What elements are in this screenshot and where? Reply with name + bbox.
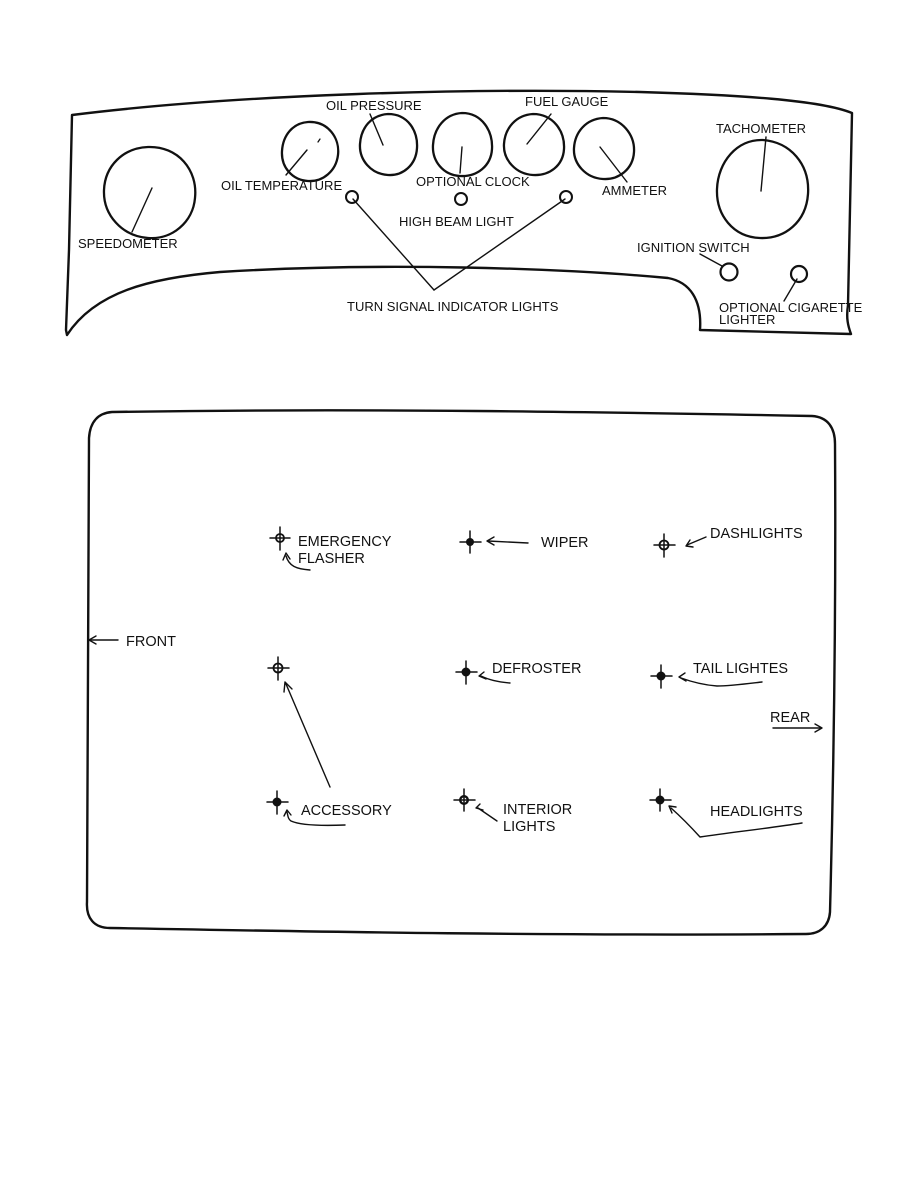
ignition-switch-label: IGNITION SWITCH [637,240,750,255]
direction-arrows: FRONT REAR [88,634,823,733]
dashboard-outline [64,89,854,337]
cigarette-lighter-label-line2: LIGHTER [719,312,775,327]
oil-pressure-label: OIL PRESSURE [326,98,422,113]
tail-lights-label: TAIL LIGHTES [693,661,788,677]
high-beam-light [454,192,468,206]
fuel-gauge [502,112,566,177]
optional-clock-label: OPTIONAL CLOCK [416,174,530,189]
emergency-flasher-switch [269,526,291,551]
cigarette-lighter [789,264,809,284]
speedometer-gauge [102,145,197,240]
dashlights-label: DASHLIGHTS [710,526,803,542]
accessory-switch [266,790,289,815]
headlights-switch [649,788,672,812]
emergency-flasher-label-line1: EMERGENCY [298,534,392,550]
switch-panel [85,409,837,936]
oil-temperature-gauge [280,120,340,183]
oil-temperature-label: OIL TEMPERATURE [221,178,342,193]
gauges [102,111,810,240]
interior-lights-label-line2: LIGHTS [503,819,555,835]
defroster-switch [455,660,478,685]
wiper-switch [459,530,482,554]
speedometer-label: SPEEDOMETER [78,236,178,251]
dashboard-panel [64,89,854,337]
turn-signal-indicator-lights-label: TURN SIGNAL INDICATOR LIGHTS [347,299,559,314]
oil-pressure-gauge [358,112,419,177]
right-turn-signal-light [559,190,573,204]
high-beam-light-label: HIGH BEAM LIGHT [399,214,514,229]
indicators [345,190,809,284]
ammeter-label: AMMETER [602,183,667,198]
ignition-switch [719,262,739,282]
fuel-gauge-label: FUEL GAUGE [525,94,609,109]
cigarette-lighter-label-line1: OPTIONAL CIGARETTE [719,300,863,315]
dashboard-leader-lines [131,113,798,302]
interior-lights-label-line1: INTERIOR [503,802,572,818]
defroster-label: DEFROSTER [492,661,581,677]
rear-label: REAR [770,710,810,726]
optional-clock-gauge [431,111,494,178]
emergency-flasher-label-line2: FLASHER [298,551,365,567]
wiper-label: WIPER [541,535,589,551]
tachometer-label: TACHOMETER [716,121,806,136]
dashboard-labels: SPEEDOMETER OIL TEMPERATURE OIL PRESSURE… [78,94,863,327]
interior-lights-switch [453,788,476,812]
tail-lights-switch [650,664,673,689]
accessory-label: ACCESSORY [301,803,392,819]
switch-leader-arrows [282,536,803,838]
dashlights-switch [653,533,676,558]
front-label: FRONT [126,634,176,650]
left-turn-signal-light [345,190,359,204]
ammeter-gauge [572,116,636,181]
headlights-label: HEADLIGHTS [710,804,803,820]
switch-labels: EMERGENCY FLASHER WIPER DASHLIGHTS DEFRO… [298,526,803,835]
switches [266,526,676,815]
switch-panel-outline [85,409,837,936]
oil-temperature-needle [317,138,321,143]
tachometer-gauge [715,138,810,240]
accessory-position-switch [267,656,290,681]
